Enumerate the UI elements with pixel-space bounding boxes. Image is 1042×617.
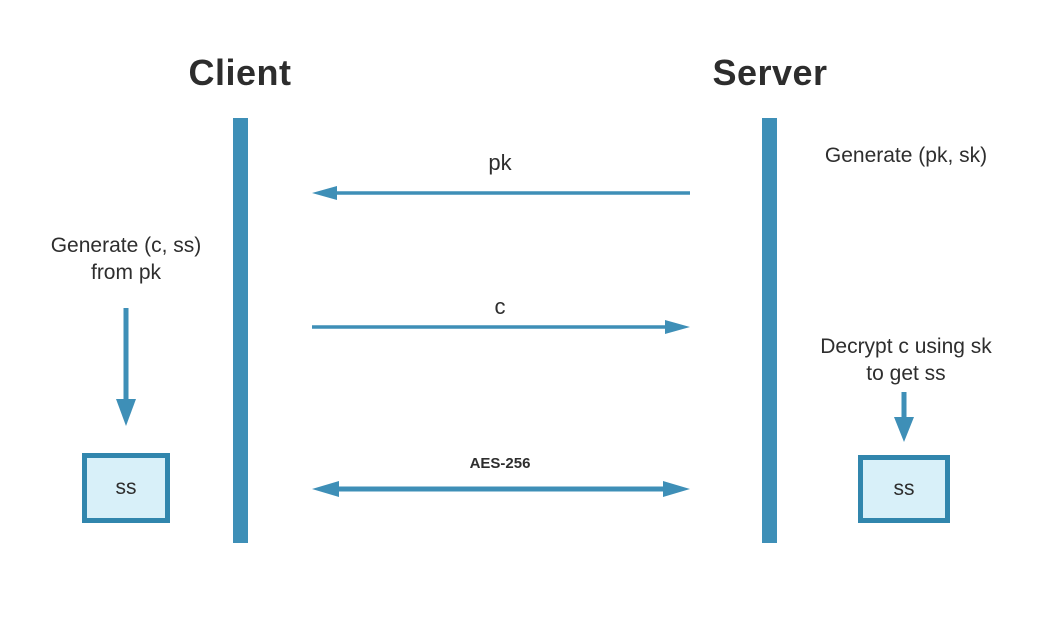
aes-message-label: AES-256 [469, 455, 531, 472]
server-down-arrow [894, 392, 914, 442]
pk-arrow [312, 186, 690, 200]
server-ss-label: ss [893, 477, 915, 500]
c-arrow [312, 320, 690, 334]
client-ss-box: ss [82, 453, 170, 523]
server-decrypt-annotation: Decrypt c using sk to get ss [820, 335, 992, 385]
aes-double-arrow [312, 481, 690, 497]
c-message-label: c [494, 294, 506, 319]
client-generate-annotation: Generate (c, ss) from pk [50, 234, 202, 284]
server-generate-annotation: Generate (pk, sk) [824, 144, 988, 167]
client-down-arrow [116, 308, 136, 426]
server-title: Server [712, 52, 828, 93]
client-title: Client [188, 52, 292, 93]
server-ss-box: ss [858, 455, 950, 523]
client-lifeline [233, 118, 248, 543]
client-ss-label: ss [115, 476, 137, 499]
server-lifeline [762, 118, 777, 543]
pk-message-label: pk [488, 150, 512, 175]
